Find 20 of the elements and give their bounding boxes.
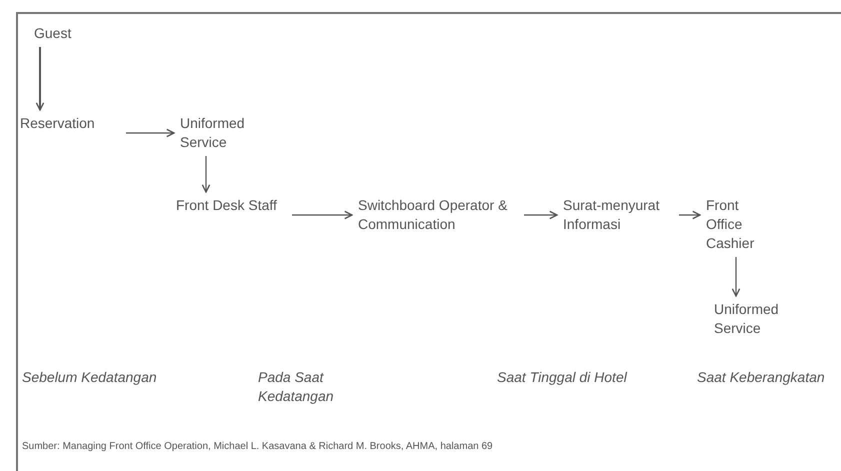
stage-label: Saat Tinggal di Hotel [497, 368, 628, 387]
step-label: Guest [34, 24, 72, 43]
arrow [126, 128, 175, 138]
stage-label: Sebelum Kedatangan [22, 368, 158, 387]
arrow [679, 210, 701, 220]
source-note: Sumber: Managing Front Office Operation, Michael L. Kasavana & Richard M. Brooks, AHMA, halaman 69 [22, 440, 493, 453]
arrow [202, 156, 210, 193]
step-label: Reservation [20, 114, 96, 133]
stage-label: Saat Keberangkatan [697, 368, 826, 387]
step-label: Uniformed Service [714, 300, 780, 338]
arrow [524, 210, 558, 220]
stage-label: Pada Saat Kedatangan [258, 368, 335, 406]
arrow [36, 47, 44, 111]
step-label: Front Office Cashier [706, 196, 756, 253]
step-label: Switchboard Operator & Communication [358, 196, 508, 234]
step-label: Surat-menyurat Informasi [563, 196, 660, 234]
arrow [292, 210, 353, 220]
arrow [732, 257, 740, 297]
step-label: Front Desk Staff [176, 196, 278, 215]
step-label: Uniformed Service [180, 114, 246, 152]
